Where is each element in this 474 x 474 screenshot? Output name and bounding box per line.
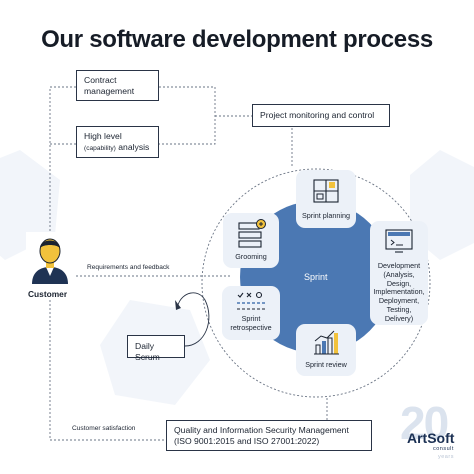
retrospective-line-2: retrospective <box>230 322 272 332</box>
project-monitoring-box: Project monitoring and control <box>252 104 390 127</box>
logo-subtitle: consult <box>433 446 454 452</box>
review-bar-chart-icon <box>314 330 339 355</box>
grooming-card: Grooming <box>223 213 279 268</box>
sprint-center-label: Sprint <box>304 272 328 282</box>
development-card: Development (Analysis, Design, Implement… <box>370 221 428 325</box>
page-title: Our software development process <box>41 26 433 53</box>
logo-years-word: years <box>438 454 454 460</box>
retrospective-label: Sprint retrospective <box>222 314 280 333</box>
development-line-1: Development <box>377 261 421 270</box>
development-line-3: Design, <box>386 278 412 288</box>
cycle-outer-ring <box>201 168 431 398</box>
quality-line-2: (ISO 9001:2015 and ISO 27001:2022) <box>174 436 320 446</box>
contract-line-1: Contract <box>84 75 117 85</box>
development-line-7: Delivery) <box>384 313 414 323</box>
development-line-2: (Analysis, <box>383 269 415 279</box>
highlevel-small: (capability) <box>84 145 116 152</box>
customer-label: Customer <box>28 289 68 299</box>
highlevel-line-1: High level <box>84 131 122 141</box>
logo-name: ArtSoft <box>407 430 455 446</box>
sprint-retrospective-card: Sprint retrospective <box>222 286 280 340</box>
retrospective-line-1: Sprint <box>241 314 261 323</box>
grooming-label: Grooming <box>235 252 267 261</box>
development-line-4: Implementation, <box>373 287 425 297</box>
grooming-list-icon <box>238 219 266 248</box>
planning-board-icon <box>313 179 339 203</box>
development-line-5: Deployment, <box>378 296 420 306</box>
daily-scrum-label: Daily Scrum <box>135 341 160 362</box>
sprint-review-card: Sprint review <box>296 324 356 376</box>
logo-years-mark: 20 <box>400 397 449 449</box>
customer-satisfaction-label: Customer satisfaction <box>70 425 138 432</box>
development-label: Development (Analysis, Design, Implement… <box>370 261 428 323</box>
sprint-planning-label: Sprint planning <box>302 211 350 220</box>
contract-line-2: management <box>84 86 135 96</box>
sprint-review-label: Sprint review <box>305 360 347 369</box>
development-line-6: Testing, <box>386 304 412 314</box>
contract-management-box: Contract management <box>76 70 159 101</box>
requirements-feedback-label: Requirements and feedback <box>85 264 172 271</box>
person-icon <box>26 232 74 284</box>
sprint-planning-card: Sprint planning <box>296 170 356 228</box>
high-level-analysis-box: High level (capability) analysis <box>76 126 159 158</box>
highlevel-rest: analysis <box>115 142 150 152</box>
quality-management-box: Quality and Information Security Managem… <box>166 420 372 451</box>
daily-scrum-loop-arrow <box>177 292 210 347</box>
monitoring-label: Project monitoring and control <box>260 110 375 120</box>
daily-scrum-box: Daily Scrum <box>127 335 185 362</box>
retrospective-checklist-icon <box>237 291 265 310</box>
quality-line-1: Quality and Information Security Managem… <box>174 425 349 435</box>
development-monitor-icon <box>385 229 413 253</box>
